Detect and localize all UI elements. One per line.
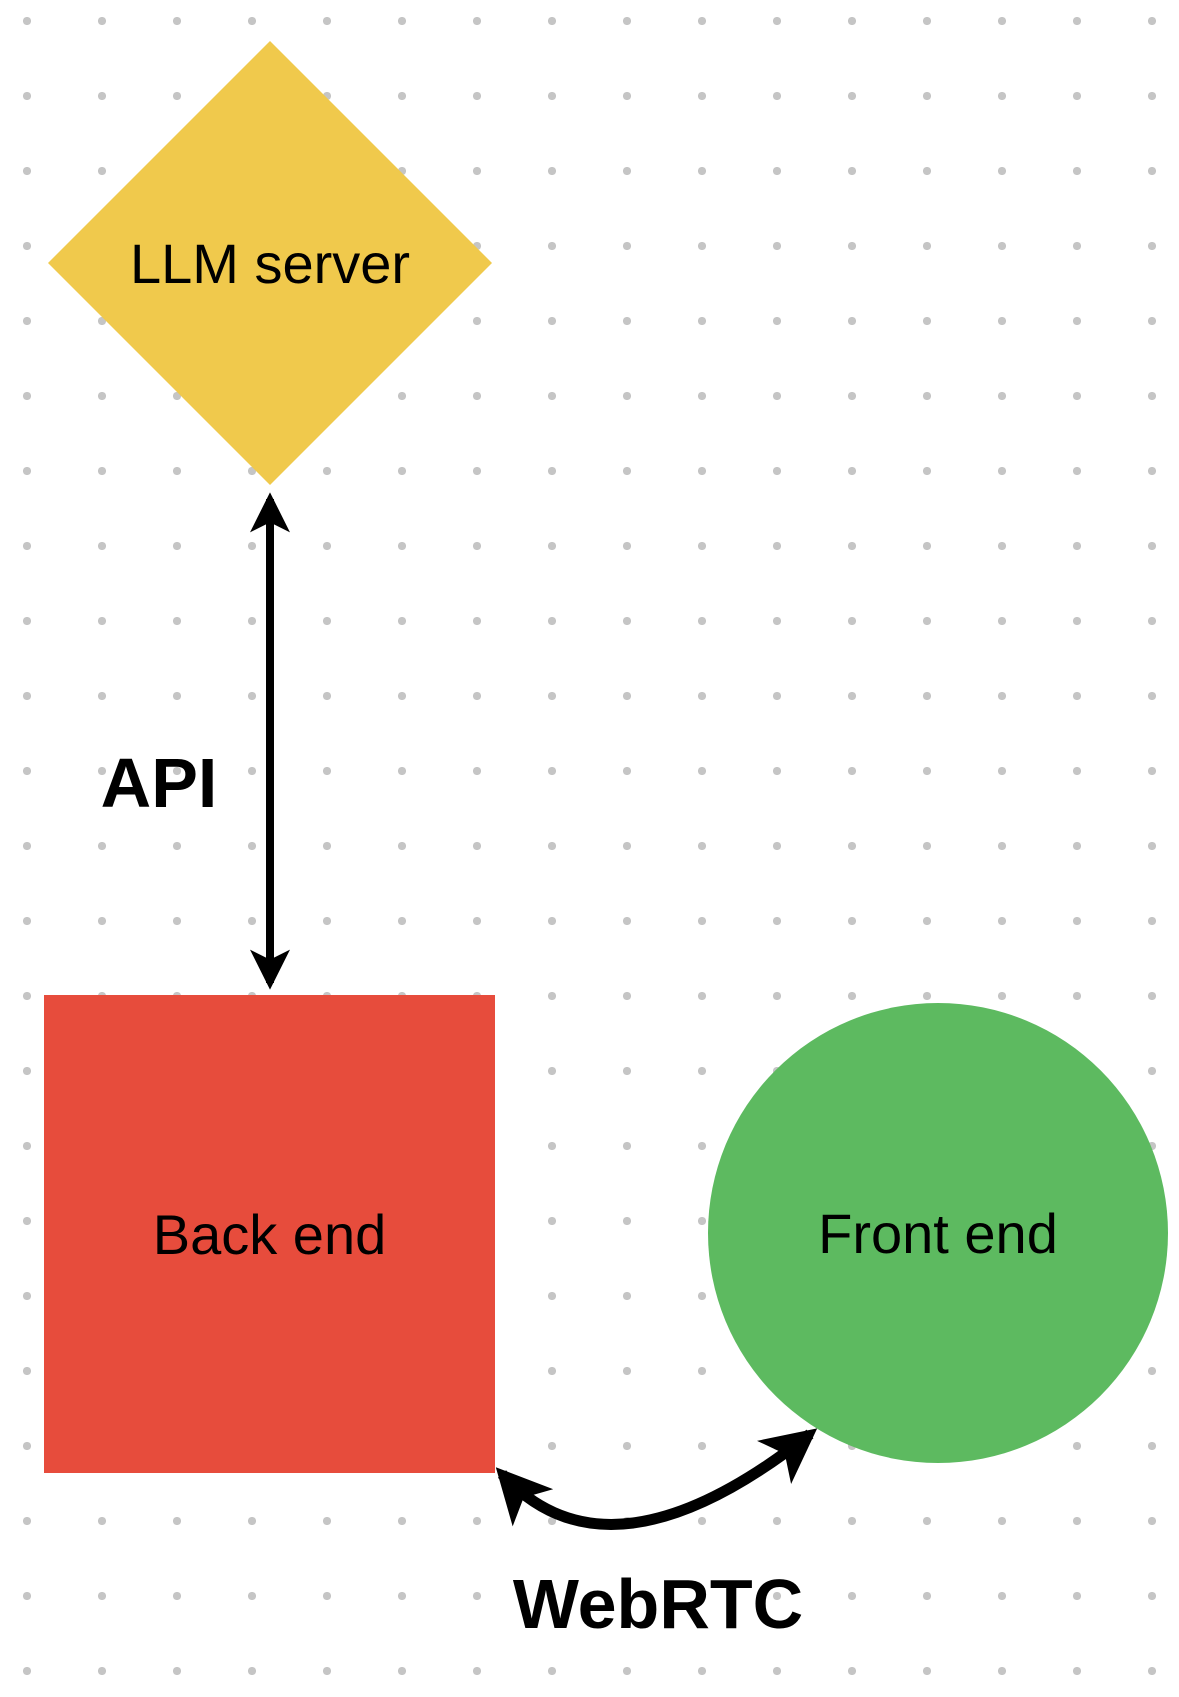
node-front-end-circle[interactable]: Front end — [708, 1003, 1168, 1463]
node-back-end-square[interactable]: Back end — [44, 995, 495, 1473]
edge-label-webrtc[interactable]: WebRTC — [512, 1565, 804, 1643]
node-llm-server-diamond[interactable]: LLM server — [48, 41, 492, 485]
edge-webrtc-double-arrow[interactable] — [495, 1428, 818, 1530]
node-front-end-label: Front end — [818, 1201, 1058, 1265]
node-llm-server-label: LLM server — [129, 231, 411, 295]
edge-label-api[interactable]: API — [100, 744, 218, 822]
node-back-end-label: Back end — [152, 1202, 387, 1266]
